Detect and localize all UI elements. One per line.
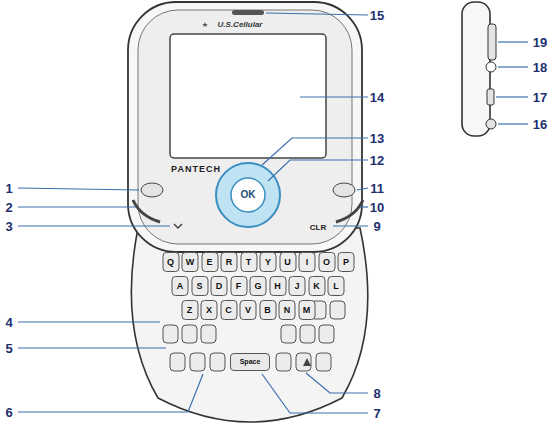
- keyboard-key: H: [269, 276, 286, 296]
- keyboard-key: X: [201, 300, 218, 320]
- brand-name: PANTECH: [171, 165, 221, 174]
- left-soft-key: [141, 183, 163, 197]
- callout-number: 1: [5, 182, 12, 195]
- keyboard-key: L: [328, 276, 345, 296]
- keyboard-key: K: [308, 276, 325, 296]
- callout-number: 17: [533, 91, 547, 104]
- callout-number: 9: [373, 220, 380, 233]
- voice-key: [174, 224, 182, 228]
- callout-number: 16: [533, 118, 547, 131]
- callout-number: 8: [373, 387, 380, 400]
- camera-key: [486, 119, 496, 129]
- key-label: Space: [230, 353, 270, 371]
- keyboard-key: E: [201, 252, 218, 272]
- callout-number: 15: [370, 9, 384, 22]
- keyboard-key: Z: [181, 300, 198, 320]
- keyboard-key: M: [298, 300, 315, 320]
- phone-face: [128, 2, 362, 252]
- shift-symbol: [303, 358, 311, 366]
- ok-key: [231, 178, 265, 212]
- callout-number: 14: [370, 91, 384, 104]
- blank-keys: [163, 301, 345, 371]
- callout-number: 3: [5, 220, 12, 233]
- callout-number: 11: [370, 182, 384, 195]
- callout-number: 19: [533, 36, 547, 49]
- key-label: OK: [241, 190, 256, 200]
- callout-number: 7: [373, 407, 380, 420]
- keyboard-key: C: [220, 300, 237, 320]
- screen: [170, 34, 326, 158]
- key-label: CLR: [310, 224, 326, 232]
- earpiece: [232, 10, 264, 15]
- callout-number: 12: [370, 154, 384, 167]
- keyboard-key: N: [279, 300, 296, 320]
- callout-number: 10: [370, 201, 384, 214]
- carrier-logo: U.S.Cellular: [218, 21, 263, 29]
- headset-jack: [486, 62, 496, 72]
- send-key: [133, 200, 160, 222]
- keyboard-key: A: [172, 276, 189, 296]
- keyboard-slide: [131, 228, 367, 422]
- end-key: [336, 200, 363, 222]
- callout-number: 18: [533, 61, 547, 74]
- callout-number: 6: [5, 406, 12, 419]
- keyboard-key: G: [250, 276, 267, 296]
- callout-number: 2: [5, 201, 12, 214]
- right-soft-key: [333, 183, 355, 197]
- keyboard-key: D: [211, 276, 228, 296]
- keyboard-key: T: [240, 252, 257, 272]
- volume-key: [488, 24, 496, 60]
- keyboard-key: P: [338, 252, 355, 272]
- keyboard-key: Y: [260, 252, 277, 272]
- keyboard-key: B: [259, 300, 276, 320]
- face-inner: [138, 10, 352, 244]
- callout-number: 4: [5, 316, 12, 329]
- keyboard-key: U: [279, 252, 296, 272]
- keyboard-key: S: [191, 276, 208, 296]
- keyboard-key: V: [240, 300, 257, 320]
- keyboard-key: J: [289, 276, 306, 296]
- keyboard-key: O: [318, 252, 335, 272]
- keyboard-key: W: [182, 252, 199, 272]
- nav-ring: [216, 163, 280, 227]
- callout-number: 5: [5, 342, 12, 355]
- keyboard-key: F: [230, 276, 247, 296]
- logo-star: [202, 22, 208, 27]
- side-view: [462, 2, 490, 136]
- keyboard-key: I: [299, 252, 316, 272]
- leader-lines: [18, 13, 528, 413]
- keyboard-key: R: [221, 252, 238, 272]
- callout-number: 13: [370, 132, 384, 145]
- keyboard-key: Q: [162, 252, 179, 272]
- side-key: [487, 89, 494, 105]
